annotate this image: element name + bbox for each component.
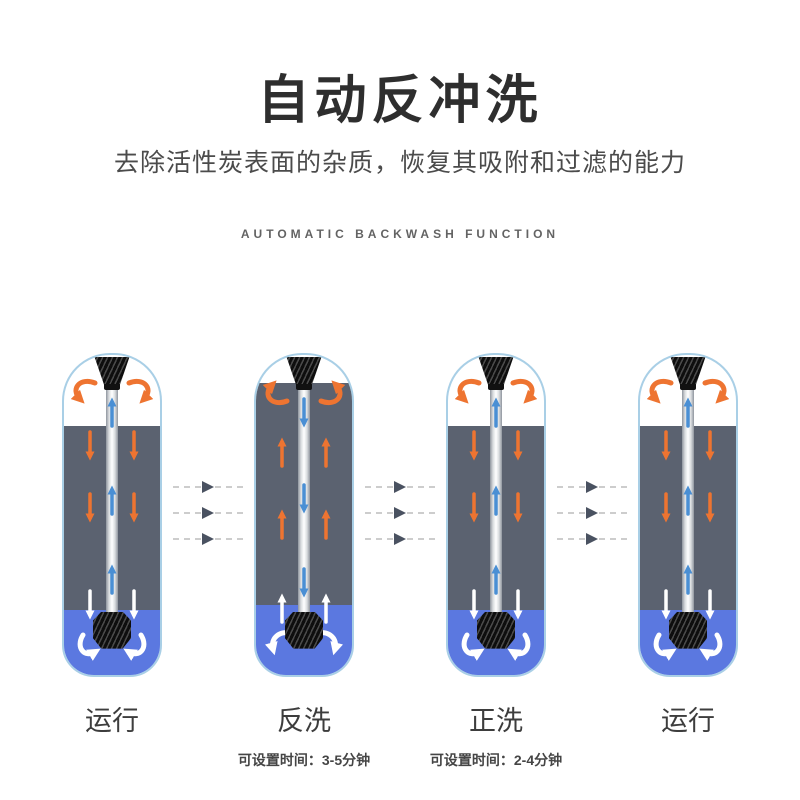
flow-arrows [454, 378, 538, 661]
bottom-swirl-arrows-icon [77, 632, 147, 661]
stage-label: 正洗 [469, 705, 523, 736]
stage-caption: 可设置时间：3-5分钟 [237, 751, 371, 768]
dashed-flow-arrow-icon [365, 506, 435, 519]
stage-transition-arrows [546, 480, 638, 545]
header: 自动反冲洗 去除活性炭表面的杂质，恢复其吸附和过滤的能力 AUTOMATIC B… [0, 0, 800, 241]
dashed-flow-arrow-icon [557, 506, 627, 519]
filter-diagram-stage-1-run [62, 352, 162, 677]
top-swirl-arrows-icon [454, 378, 538, 404]
cap-collar [680, 383, 696, 390]
tagline-en: AUTOMATIC BACKWASH FUNCTION [240, 226, 560, 241]
flow-arrows [70, 378, 154, 661]
bottom-swirl-arrows-icon [461, 632, 531, 661]
stage-caption: 可设置时间：2-4分钟 [429, 751, 563, 768]
media-up-arrows-icon [277, 437, 331, 540]
top-swirl-arrows-icon [262, 379, 346, 405]
filter-diagram-stage-3-rinse [446, 352, 546, 677]
stage-transition-arrows [354, 480, 446, 545]
top-swirl-arrows-icon [70, 378, 154, 404]
dashed-flow-arrow-icon [173, 506, 243, 519]
stage-label: 运行 [661, 705, 715, 736]
water-down-arrows-icon [85, 588, 139, 620]
backwash-stage-diagram: 运行 反洗 正洗 运行 可设置时间：3-5分钟 可设置时间：2-4分钟 [62, 352, 738, 770]
flow-arrows [646, 378, 730, 661]
media-down-arrows-icon [469, 429, 523, 523]
cap-collar [488, 383, 504, 390]
flow-arrows [262, 379, 346, 655]
stage-transition-arrows [162, 480, 254, 545]
bottom-diffuser [669, 611, 707, 649]
bottom-swirl-arrows-icon [653, 632, 723, 661]
dashed-flow-arrow-icon [365, 532, 435, 545]
dashed-flow-arrow-icon [365, 480, 435, 493]
water-down-arrows-icon [469, 588, 523, 620]
bottom-diffuser [477, 611, 515, 649]
bottom-diffuser [285, 611, 323, 649]
dashed-flow-arrow-icon [173, 480, 243, 493]
water-down-arrows-icon [661, 588, 715, 620]
page-title: 自动反冲洗 [257, 72, 543, 130]
dashed-flow-arrow-icon [557, 532, 627, 545]
filter-diagram-stage-2-backwash [254, 352, 354, 677]
bottom-diffuser [93, 611, 131, 649]
cap-collar [104, 383, 120, 390]
media-down-arrows-icon [661, 429, 715, 523]
media-down-arrows-icon [85, 429, 139, 523]
page-subtitle: 去除活性炭表面的杂质，恢复其吸附和过滤的能力 [113, 148, 686, 177]
water-up-arrows-icon [277, 593, 331, 624]
filter-diagram-stage-4-run [638, 352, 738, 677]
dashed-flow-arrow-icon [173, 532, 243, 545]
cap-collar [296, 383, 312, 390]
stage-label: 运行 [85, 705, 139, 736]
dashed-flow-arrow-icon [557, 480, 627, 493]
stage-label: 反洗 [277, 705, 331, 736]
top-swirl-arrows-icon [646, 378, 730, 404]
